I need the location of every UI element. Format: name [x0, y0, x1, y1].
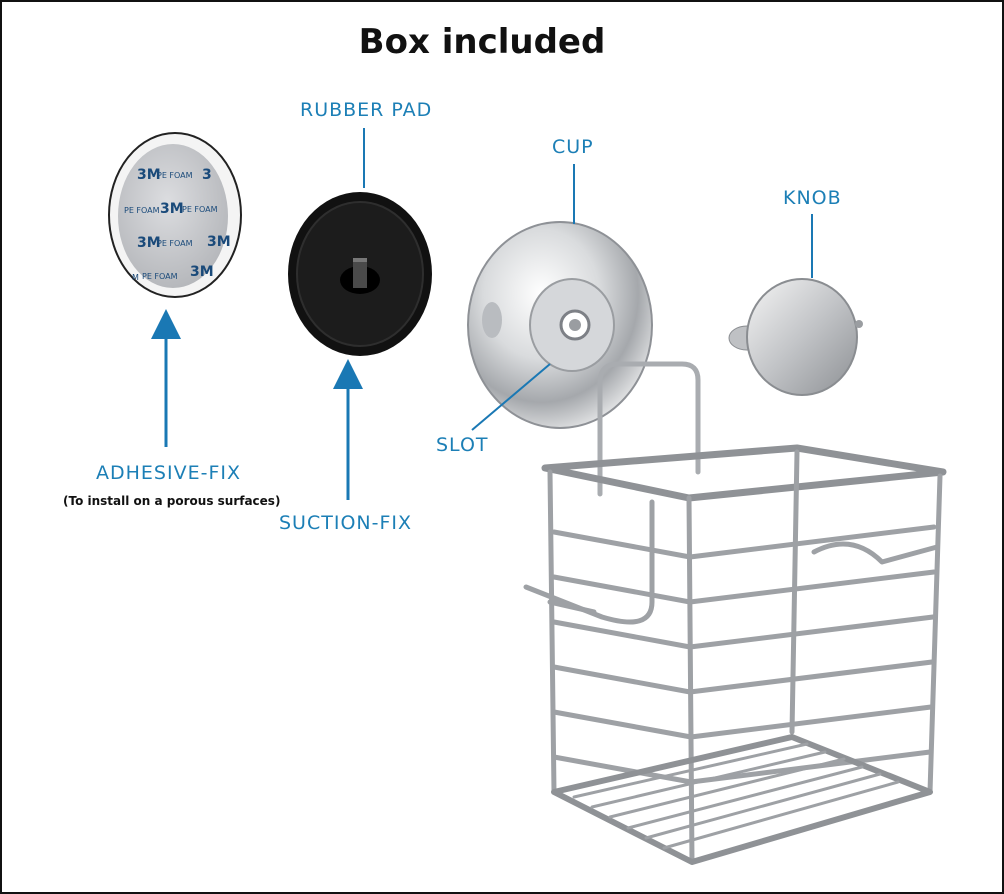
svg-text:PE FOAM: PE FOAM: [124, 206, 160, 215]
svg-text:3M: 3M: [137, 235, 161, 251]
svg-text:M: M: [132, 273, 139, 282]
knob: [728, 278, 863, 396]
wire-basket: [523, 361, 947, 865]
svg-text:PE FOAM: PE FOAM: [142, 272, 178, 281]
svg-text:PE FOAM: PE FOAM: [157, 171, 193, 180]
pointer-lines: [363, 128, 813, 431]
adhesive-fix-label: ADHESIVE-FIX: [96, 462, 241, 484]
suction-fix-label: SUCTION-FIX: [279, 512, 413, 534]
svg-text:3: 3: [202, 167, 212, 183]
svg-text:3M: 3M: [160, 201, 184, 217]
page-title: Box included: [358, 22, 606, 62]
rubber-pad-label: RUBBER PAD: [300, 99, 433, 121]
svg-text:3M: 3M: [137, 167, 161, 183]
adhesive-note: (To install on a porous surfaces): [63, 494, 281, 508]
up-arrows: [151, 309, 363, 500]
rubber-pad: [288, 192, 432, 356]
slot-label: SLOT: [436, 434, 489, 456]
suction-cup: [467, 221, 653, 429]
svg-text:PE FOAM: PE FOAM: [182, 205, 218, 214]
svg-text:PE FOAM: PE FOAM: [157, 239, 193, 248]
svg-text:3M: 3M: [190, 264, 214, 280]
svg-text:3M: 3M: [207, 234, 231, 250]
knob-label: KNOB: [783, 187, 842, 209]
cup-label: CUP: [552, 136, 594, 158]
